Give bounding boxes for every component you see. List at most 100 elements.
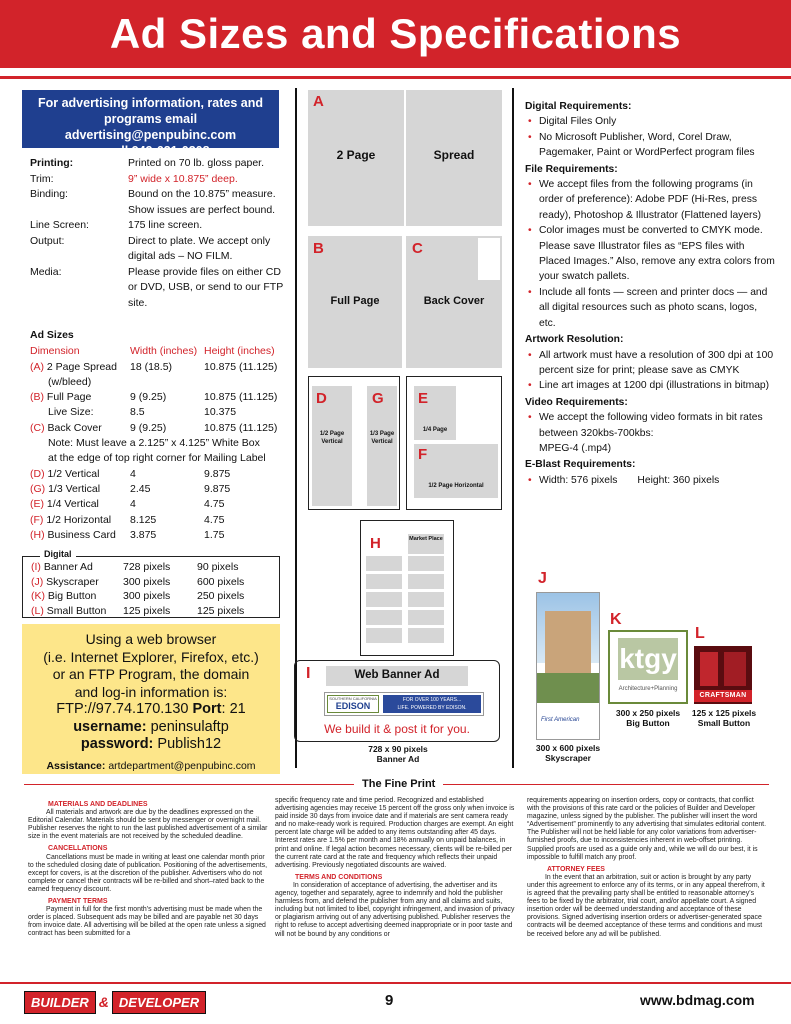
ftp-address[interactable]: FTP://97.74.170.130 Port: 21 (22, 701, 280, 719)
ad-sizes-table: Ad Sizes Dimension Width (inches) Height… (30, 328, 292, 543)
caption-full-page: Full Page (330, 295, 380, 307)
ad-code: (D) (30, 467, 45, 480)
fine-print-paragraph: Cancellations must be made in writing at… (28, 853, 268, 893)
ad-code: (E) (30, 498, 44, 511)
ad-width: 8.125 (130, 513, 157, 526)
caption-spread: Spread (433, 148, 475, 162)
web-banner-frame (294, 660, 500, 742)
website-link[interactable]: www.bdmag.com (640, 992, 755, 1008)
column-divider (295, 88, 297, 768)
edison-logo: SOUTHERN CALIFORNIA EDISON (327, 695, 379, 713)
page-title: Ad Sizes and Specifications (0, 0, 791, 68)
build-it-tagline: We build it & post it for you. (324, 722, 470, 736)
ad-width: 728 pixels (123, 561, 171, 573)
caption-half-vertical: 1/2 Page Vertical (319, 431, 345, 445)
ad-width: 8.5 (130, 406, 145, 419)
digital-title: Digital (40, 549, 76, 560)
toolbox-image (700, 652, 718, 686)
small-button-size: 125 x 125 pixels (691, 708, 757, 718)
trees-image (537, 673, 599, 703)
label-e: E (418, 390, 429, 407)
ad-code: (A) (30, 360, 44, 373)
builder-developer-logo: BUILDER & DEVELOPER (24, 990, 207, 1014)
digital-requirements-title: Digital Requirements: (525, 101, 632, 112)
label-g: G (372, 390, 384, 407)
ad-name: Back Cover (47, 421, 102, 434)
edison-logo-sub: SOUTHERN CALIFORNIA (329, 696, 377, 701)
business-card-slot (366, 574, 402, 589)
ad-name: 1/2 Horizontal (46, 513, 112, 526)
fine-print-heading: CANCELLATIONS (48, 845, 108, 853)
label-f: F (418, 446, 428, 463)
table-row: (w/bleed) (30, 375, 292, 390)
ad-height: 1.75 (204, 528, 225, 541)
requirements-list: Digital Requirements: Digital Files Only… (525, 98, 775, 489)
fine-print-column-3: requirements appearing on insertion orde… (527, 797, 767, 939)
port-label: Port (192, 701, 222, 717)
fine-print-paragraph: specific frequency rate and time period.… (275, 797, 515, 869)
spec-key: Line Screen: (30, 219, 89, 231)
ad-sizes-title: Ad Sizes (30, 329, 74, 341)
fine-print-paragraph: In the event that an arbitration, suit o… (527, 873, 765, 938)
business-card-slot (366, 628, 402, 643)
spec-value: Printed on 70 lb. gloss paper. (128, 157, 265, 169)
market-place-header (408, 534, 444, 554)
label-b: B (313, 240, 324, 257)
spec-key: Output: (30, 234, 65, 247)
contact-box: For advertising information, rates and p… (22, 90, 279, 158)
caption-market-place: Market Place (409, 536, 443, 542)
spec-key: Printing: (30, 157, 74, 169)
ad-width: 9 (9.25) (130, 391, 167, 404)
skyscraper-footer (537, 703, 599, 739)
spec-row: Printing: Printed on 70 lb. gloss paper. (30, 156, 292, 172)
page-frame-dg (308, 376, 400, 510)
list-item: We accept files from the following progr… (525, 177, 775, 223)
business-card-slot (366, 556, 402, 571)
contact-line-3: or call 949-631-0308 (91, 144, 210, 158)
caption-third-vertical: 1/3 Page Vertical (369, 431, 395, 445)
ad-height: 10.875 (11.125) (204, 360, 278, 373)
banner-size: 728 x 90 pixels (368, 744, 428, 754)
ad-height: 9.875 (204, 482, 231, 495)
ad-code: (H) (30, 528, 45, 541)
spread-left-page (308, 90, 404, 226)
ftp-line: or an FTP Program, the domain (52, 666, 250, 682)
big-button-name: Big Button (626, 718, 670, 728)
eblast-requirements-title: E-Blast Requirements: (525, 459, 636, 471)
ad-name: 1/3 Vertical (48, 482, 101, 495)
list-item: Width: 576 pixels Height: 360 pixels (525, 473, 775, 489)
video-requirements-title: Video Requirements: (525, 396, 628, 408)
list-item: All artwork must have a resolution of 30… (525, 348, 775, 379)
spec-value: Please provide files on either CD or DVD… (128, 265, 284, 309)
ktgy-logo: ktgy (618, 638, 678, 680)
spec-key: Binding: (30, 188, 68, 200)
skyscraper-size: 300 x 600 pixels (535, 743, 601, 753)
label-d: D (316, 390, 327, 407)
small-button-sample: CRAFTSMAN (694, 646, 752, 704)
market-place-frame (360, 520, 454, 656)
mailing-label-area (478, 238, 500, 280)
business-card-slot (408, 628, 444, 643)
assistance-email[interactable]: artdepartment@penpubinc.com (108, 759, 256, 772)
list-item: Color images must be converted to CMYK m… (525, 223, 775, 285)
ad-width: 18 (18.5) (130, 360, 173, 373)
ad-name: Skyscraper (46, 575, 99, 588)
label-a: A (313, 93, 324, 110)
small-button-name: Small Button (697, 718, 751, 728)
business-card-slot (366, 592, 402, 607)
ftp-address-value[interactable]: FTP://97.74.170.130 (56, 701, 189, 717)
ftp-line: (i.e. Internet Explorer, Firefox, etc.) (43, 648, 259, 665)
label-k: K (610, 611, 622, 628)
ad-name: Business Card (47, 528, 116, 541)
ad-height: 10.875 (11.125) (204, 391, 278, 404)
label-j: J (538, 570, 547, 587)
ad-code: (G) (30, 482, 46, 495)
